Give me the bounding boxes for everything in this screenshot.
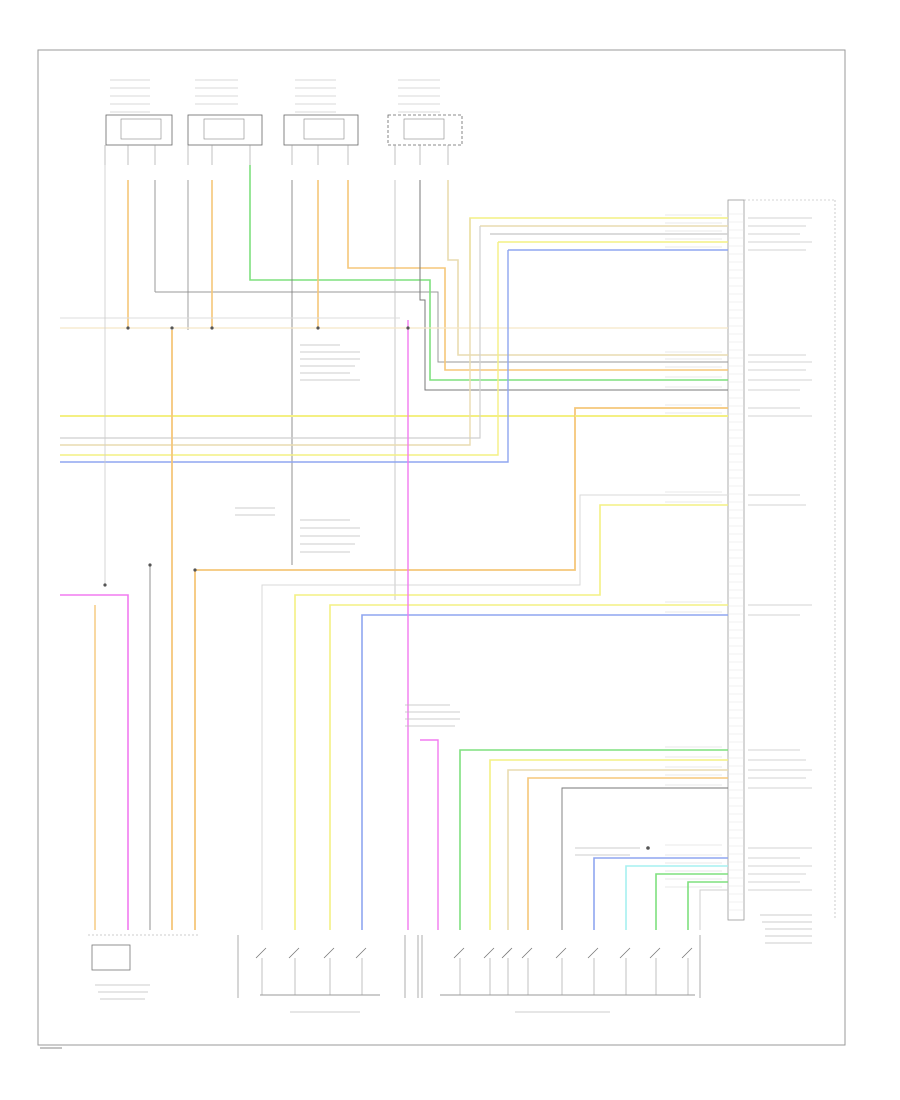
sensor-pin-stubs	[104, 145, 449, 165]
switch-contact	[255, 947, 267, 959]
wire-pink-mid-2	[420, 739, 439, 930]
wire-gray-mid	[261, 494, 728, 930]
wire-gray-bottom	[699, 889, 728, 930]
top-sensor-3	[283, 79, 359, 146]
wire-s3-orange-run	[347, 180, 728, 371]
switch-contact	[288, 947, 300, 959]
switch-contact	[587, 947, 599, 959]
wire-orange-low	[527, 777, 728, 930]
connector-pin-ticks	[728, 213, 744, 911]
wire-yellow-low	[329, 604, 728, 930]
bottom-component-left	[88, 934, 200, 1000]
connector-label-lines	[665, 214, 812, 891]
bottom-right-component	[760, 914, 812, 944]
diagram-frame	[37, 49, 846, 1046]
splice-points	[103, 326, 650, 850]
wire-bus-gray-2	[60, 226, 481, 439]
switch-contact	[501, 947, 513, 959]
switch-contact	[619, 947, 631, 959]
top-sensor-1	[105, 79, 173, 146]
wire-s2-green	[249, 165, 728, 381]
switch-contact	[483, 947, 495, 959]
switch-contact	[521, 947, 533, 959]
switch-contact	[649, 947, 661, 959]
wire-green-bottom-2	[687, 881, 728, 930]
switch-contact	[323, 947, 335, 959]
wire-bus-blue	[60, 250, 509, 463]
wire-bus-tan-2	[60, 218, 471, 446]
wire-yellow-low-2	[489, 759, 728, 930]
wire-dark-low	[561, 787, 728, 930]
wire-green-bottom	[655, 873, 728, 930]
top-sensor-2	[187, 79, 263, 146]
wire-green-low	[459, 749, 728, 930]
switch-contact	[681, 947, 693, 959]
wire-blue-low	[361, 614, 728, 930]
wire-cyan-bottom	[625, 865, 728, 930]
switch-contact	[355, 947, 367, 959]
wire-yellow-mid	[294, 504, 728, 930]
wire-s4-tan	[447, 180, 728, 356]
switch-contact	[453, 947, 465, 959]
top-sensor-4	[387, 79, 463, 146]
wire-s4-blue-run	[419, 180, 728, 391]
right-connector	[727, 199, 836, 921]
wire-tan-low	[507, 769, 728, 930]
bottom-component-middle	[237, 935, 406, 1013]
wire-blue-bottom	[593, 857, 728, 930]
ground-note-3	[405, 704, 460, 727]
wire-s1-gray-run	[155, 291, 728, 363]
ground-note-4	[575, 847, 640, 856]
bottom-component-right	[417, 935, 701, 1013]
bottom-switch-row	[255, 947, 693, 995]
switch-contact	[555, 947, 567, 959]
wire-runs	[60, 165, 728, 930]
ground-note-1	[300, 344, 360, 381]
wire-orange-l-run	[194, 407, 728, 930]
ground-note-2	[235, 507, 360, 553]
wire-pink-left	[60, 594, 129, 930]
wire-bus-yellow-2	[60, 242, 499, 456]
